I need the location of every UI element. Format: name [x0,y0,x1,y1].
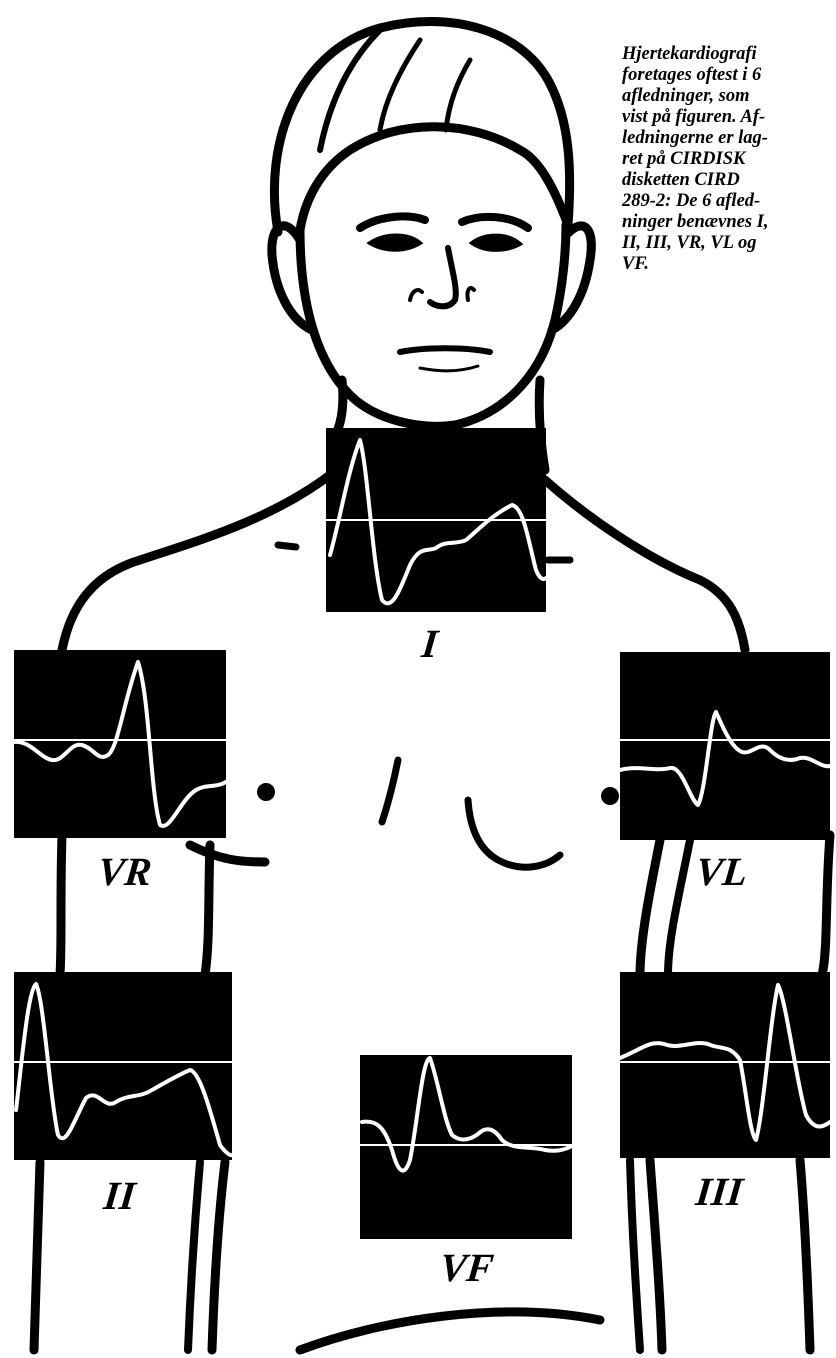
hair-part [320,30,380,150]
caption-line: vist på figuren. Af- [622,107,830,128]
nose [430,248,456,306]
right-shoulder [545,480,745,650]
right-eyebrow [462,217,528,228]
lead-label-II: II [102,1176,137,1216]
caption-line: disketten CIRD [622,170,830,191]
left-arm-outer [60,835,62,975]
left-arm-inner [205,845,210,975]
chest-left [468,800,560,867]
lead-label-VR: VR [96,852,154,892]
lead-label-III: III [694,1172,745,1212]
caption-line: ninger benævnes I, [622,212,830,233]
ecg-panel-III [620,972,830,1158]
ecg-panel-VL [620,652,830,840]
caption-line: foretages oftest i 6 [622,65,830,86]
right-eye [472,236,520,250]
hair-outline [274,21,569,232]
right-arm-inner [640,840,660,975]
sternum-mark [382,760,398,822]
lead-label-VL: VL [694,852,749,892]
mouth [400,348,490,352]
caption-line: 289-2: De 6 afled- [622,191,830,212]
lead-label-VF: VF [438,1248,496,1288]
left-forearm-outer [34,1162,40,1350]
right-forearm-outer [800,1160,810,1350]
left-eye [370,236,420,250]
caption-line: afledninger, som [622,86,830,107]
caption-line: Hjertekardiografi [622,44,830,65]
caption-line: VF. [622,254,830,275]
right-forearm-inner [650,1160,662,1350]
left-shoulder [62,475,330,650]
caption-text: Hjertekardiografi foretages oftest i 6 a… [622,44,830,275]
caption-line: II, III, VR, VL og [622,233,830,254]
ecg-panel-II [14,972,232,1160]
left-eyebrow [360,216,425,228]
waist-line [300,1312,600,1350]
ecg-panel-VR [14,650,226,838]
caption-line: ret på CIRDISK [622,149,830,170]
ecg-panel-I [326,428,546,612]
left-arm-fold [190,845,265,862]
right-arm-outer [822,835,830,975]
left-forearm-inner [212,1162,225,1350]
ecg-panel-VF [360,1055,572,1239]
caption-line: ledningerne er lag- [622,128,830,149]
